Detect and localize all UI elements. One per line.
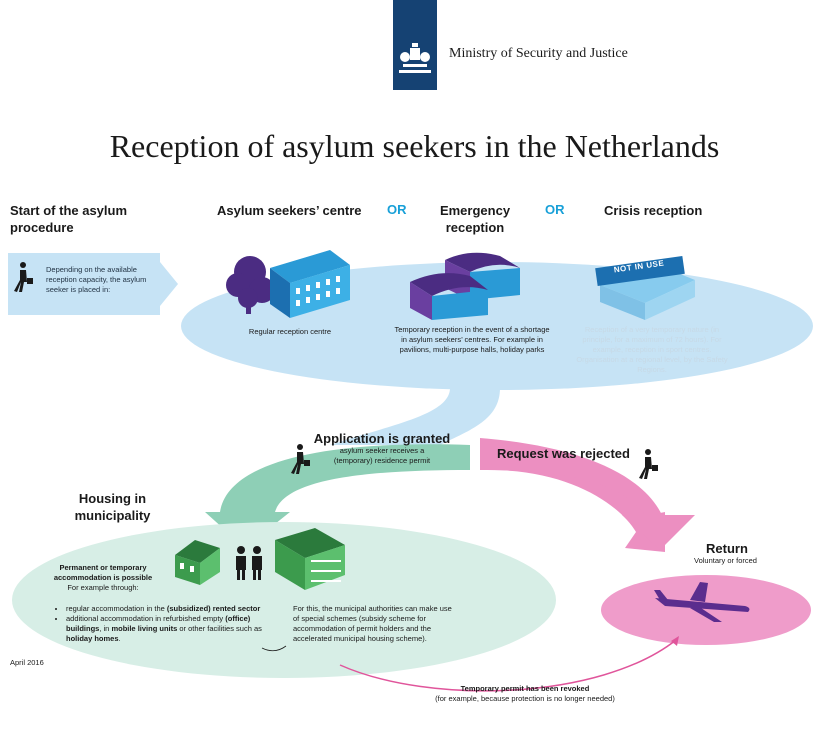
crisis-label: Crisis reception bbox=[604, 203, 703, 218]
walking-person-icon-granted bbox=[291, 444, 310, 474]
list-item: regular accommodation in the (subsidized… bbox=[66, 604, 281, 614]
walking-person-icon-start bbox=[14, 262, 33, 292]
emergency-label: Emergency reception bbox=[439, 203, 511, 235]
apartment-icon bbox=[275, 528, 345, 590]
accommodation-sub: For example through: bbox=[67, 583, 139, 592]
not-in-use-banner bbox=[595, 255, 685, 287]
revoked-curve bbox=[339, 639, 677, 692]
granted-arrow bbox=[205, 444, 470, 548]
split-stem bbox=[330, 388, 500, 445]
housing-title: Housing in municipality bbox=[74, 491, 151, 523]
revoked-title: Temporary permit has been revoked bbox=[460, 684, 590, 693]
revoked-arrowhead bbox=[671, 636, 679, 646]
airplane-icon bbox=[654, 582, 750, 622]
people-icon bbox=[236, 546, 262, 580]
granted-text: asylum seeker receives a (temporary) res… bbox=[333, 446, 431, 465]
date-label: April 2016 bbox=[10, 658, 44, 667]
pointer-arrow bbox=[261, 645, 287, 652]
house-icon bbox=[175, 540, 220, 585]
regular-centre-caption: Regular reception centre bbox=[248, 327, 332, 336]
ministry-name: Ministry of Security and Justice bbox=[449, 46, 628, 61]
accommodation-title: Permanent or temporary accommodation is … bbox=[53, 563, 153, 582]
revoked-sub: (for example, because protection is no l… bbox=[435, 694, 615, 703]
tree-icon bbox=[226, 256, 275, 314]
coat-of-arms-icon bbox=[399, 43, 431, 73]
or-label-2: OR bbox=[545, 202, 565, 217]
start-arrow bbox=[8, 253, 178, 315]
rejected-arrow-body bbox=[480, 438, 695, 550]
or-label-1: OR bbox=[387, 202, 407, 217]
schemes-text: For this, the municipal authorities can … bbox=[293, 604, 452, 643]
pavilion-icon bbox=[410, 252, 520, 320]
return-sub: Voluntary or forced bbox=[694, 556, 757, 565]
walking-person-icon-rejected bbox=[639, 449, 658, 479]
reception-centre-icon bbox=[270, 250, 350, 318]
page-title: Reception of asylum seekers in the Nethe… bbox=[109, 128, 720, 164]
granted-title: Application is granted bbox=[313, 431, 451, 446]
accommodation-list: regular accommodation in the (subsidized… bbox=[56, 604, 281, 644]
temporary-reception-caption: Temporary reception in the event of a sh… bbox=[394, 325, 550, 354]
return-ellipse bbox=[601, 575, 811, 645]
housing-ellipse bbox=[12, 522, 556, 678]
crisis-reception-caption: Reception of a very temporary nature (in… bbox=[576, 325, 728, 374]
list-item: additional accommodation in refurbished … bbox=[66, 614, 281, 644]
government-logo bbox=[393, 0, 437, 90]
asylum-centre-label: Asylum seekers’ centre bbox=[217, 203, 362, 218]
start-text: Depending on the available reception cap… bbox=[46, 265, 147, 294]
return-title: Return bbox=[706, 541, 748, 556]
rejected-title: Request was rejected bbox=[497, 446, 630, 461]
start-label: Start of the asylum procedure bbox=[10, 203, 128, 235]
